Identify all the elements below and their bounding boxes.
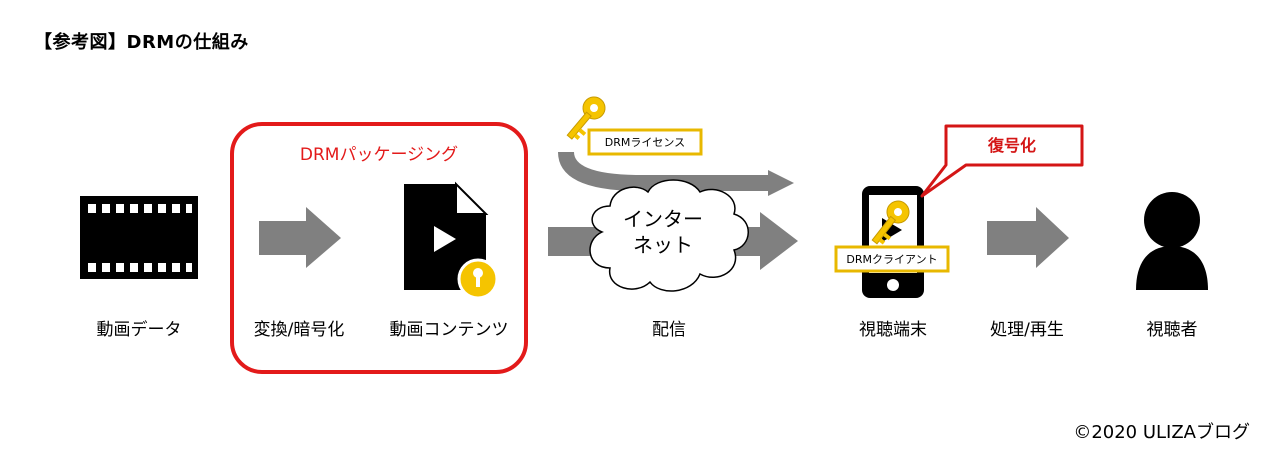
packaging-title: DRMパッケージング <box>300 145 458 165</box>
svg-text:DRMライセンス: DRMライセンス <box>605 136 685 149</box>
label-viewer: 視聴者 <box>1147 320 1198 340</box>
decrypt-callout: 復号化 <box>920 124 1084 198</box>
page-title: 【参考図】DRMの仕組み <box>34 32 249 53</box>
license-tag: DRMライセンス <box>587 128 703 156</box>
packaging-box <box>230 122 528 374</box>
person-icon <box>1136 192 1208 290</box>
credit-text: ©2020 ULIZAブログ <box>1073 422 1250 443</box>
lock-key-icon <box>457 258 499 300</box>
svg-text:復号化: 復号化 <box>987 136 1036 155</box>
arrow-icon <box>259 207 341 268</box>
label-video-data: 動画データ <box>97 319 182 340</box>
license-arrow <box>558 151 770 191</box>
client-tag: DRMクライアント <box>834 245 950 273</box>
svg-text:DRMクライアント: DRMクライアント <box>846 253 937 266</box>
cloud-line2: ネット <box>633 233 693 257</box>
label-convert-encrypt: 変換/暗号化 <box>254 320 345 340</box>
label-device: 視聴端末 <box>859 320 927 340</box>
label-process-play: 処理/再生 <box>990 320 1064 340</box>
cloud-icon <box>589 179 749 292</box>
label-delivery: 配信 <box>652 320 686 340</box>
arrow-icon <box>768 170 794 196</box>
film-strip-icon <box>80 196 198 279</box>
cloud-line1: インター <box>623 207 703 231</box>
arrow-icon <box>987 207 1069 268</box>
label-content: 動画コンテンツ <box>390 320 509 340</box>
